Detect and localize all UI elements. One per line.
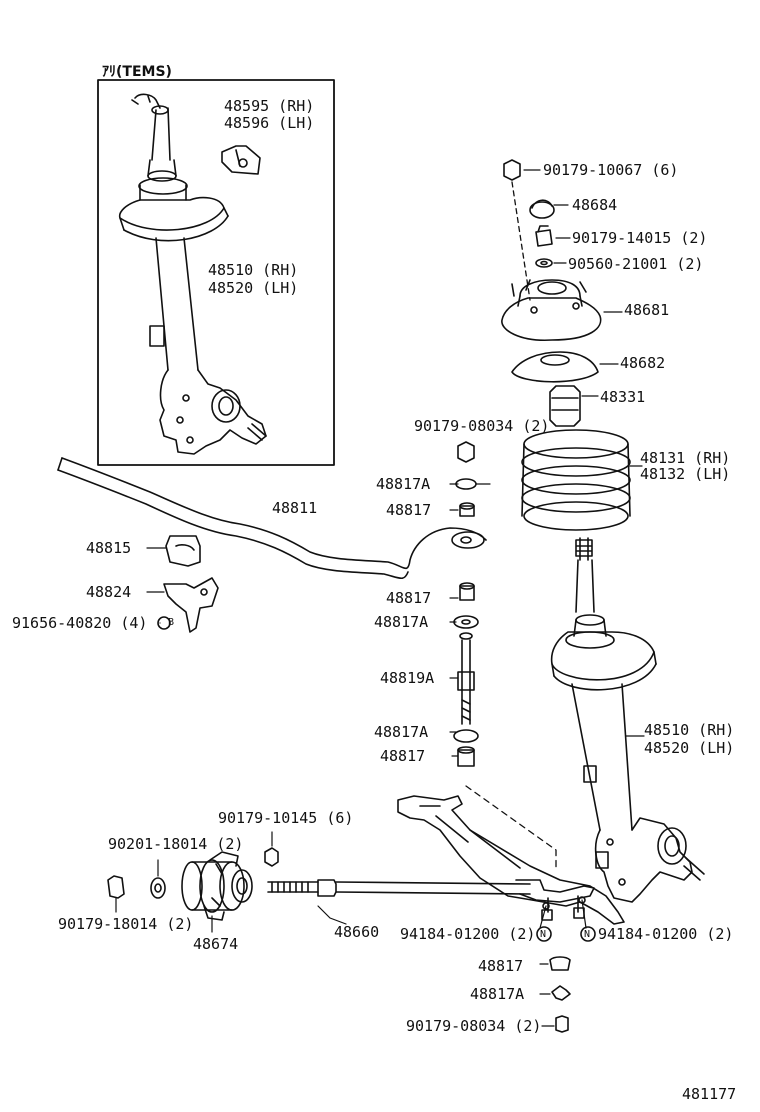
nut-90179-08034 — [457, 441, 475, 463]
bolt-symbol-n-left — [536, 926, 552, 942]
bottom-link-hardware — [539, 956, 571, 1033]
stabilizer-bushing — [165, 535, 201, 567]
part-label-94184-01200-left: 94184-01200 (2) — [400, 925, 536, 943]
coil-spring — [521, 429, 643, 531]
part-label-48520-main: 48520 (LH) — [644, 739, 735, 757]
part-label-48684: 48684 — [572, 196, 618, 214]
symbol-n-left-label: N — [540, 929, 547, 940]
part-label-94184-01200-right: 94184-01200 (2) — [598, 925, 734, 943]
bushing-bracket — [163, 577, 219, 633]
part-label-48131: 48131 (RH) — [640, 449, 731, 467]
part-label-48817a-2: 48817A — [374, 613, 429, 631]
part-label-48681: 48681 — [624, 301, 670, 319]
part-label-48817-3: 48817 — [380, 747, 426, 765]
bump-stopper — [549, 385, 581, 427]
part-label-48817a-1: 48817A — [376, 475, 431, 493]
part-label-48510-main: 48510 (RH) — [644, 721, 735, 739]
diagram-id: 481177 — [682, 1085, 737, 1103]
spring-seat — [511, 351, 599, 383]
top-mount-hardware — [503, 159, 571, 301]
stabilizer-bar — [57, 457, 487, 580]
main-strut-drawing — [550, 537, 705, 903]
part-label-48815: 48815 — [86, 539, 132, 557]
part-label-48674: 48674 — [193, 935, 239, 953]
part-label-48520-inset: 48520 (LH) — [208, 279, 299, 297]
part-label-48817-1: 48817 — [386, 501, 432, 519]
part-label-90560-21001: 90560-21001 (2) — [568, 255, 704, 273]
part-label-91656-40820: 91656-40820 (4) — [12, 614, 148, 632]
bolt-symbol-b — [157, 616, 171, 630]
tems-inset-frame — [97, 79, 335, 466]
part-label-48817a-4: 48817A — [470, 985, 525, 1003]
bolt-symbol-n-right — [580, 926, 596, 942]
inset-strut-drawing — [118, 93, 267, 455]
part-label-48331: 48331 — [600, 388, 646, 406]
part-label-90179-18014: 90179-18014 (2) — [58, 915, 194, 933]
symbol-n-right-label: N — [584, 929, 591, 940]
part-label-48819a: 48819A — [380, 669, 435, 687]
part-label-48595: 48595 (RH) — [224, 97, 315, 115]
nut-90179-18014 — [107, 875, 125, 899]
tems-variant-label: ｱﾘ(TEMS) — [102, 64, 172, 80]
part-label-90179-10145: 90179-10145 (6) — [218, 809, 354, 827]
part-label-48817-4: 48817 — [478, 957, 524, 975]
part-label-90179-08034-bottom: 90179-08034 (2) — [406, 1017, 542, 1035]
part-label-48824: 48824 — [86, 583, 132, 601]
part-label-48660: 48660 — [334, 923, 380, 941]
part-label-48596: 48596 (LH) — [224, 114, 315, 132]
stabilizer-link-hardware — [449, 478, 491, 767]
part-label-48682: 48682 — [620, 354, 666, 372]
strut-rod-bushing — [181, 851, 253, 921]
part-label-48817a-3: 48817A — [374, 723, 429, 741]
part-label-48817-2: 48817 — [386, 589, 432, 607]
part-label-48132: 48132 (LH) — [640, 465, 731, 483]
part-label-90179-10067: 90179-10067 (6) — [543, 161, 679, 179]
nut-90179-10145 — [264, 847, 279, 867]
symbol-b-label: B — [168, 617, 175, 628]
washer-90201-18014 — [150, 877, 166, 899]
part-label-48811: 48811 — [272, 499, 318, 517]
strut-mount — [501, 279, 623, 341]
part-label-90201-18014: 90201-18014 (2) — [108, 835, 244, 853]
part-label-48510-inset: 48510 (RH) — [208, 261, 299, 279]
part-label-90179-14015: 90179-14015 (2) — [572, 229, 708, 247]
lower-control-arm — [397, 785, 625, 925]
strut-rod — [267, 879, 595, 929]
part-label-90179-08034-top: 90179-08034 (2) — [414, 417, 550, 435]
